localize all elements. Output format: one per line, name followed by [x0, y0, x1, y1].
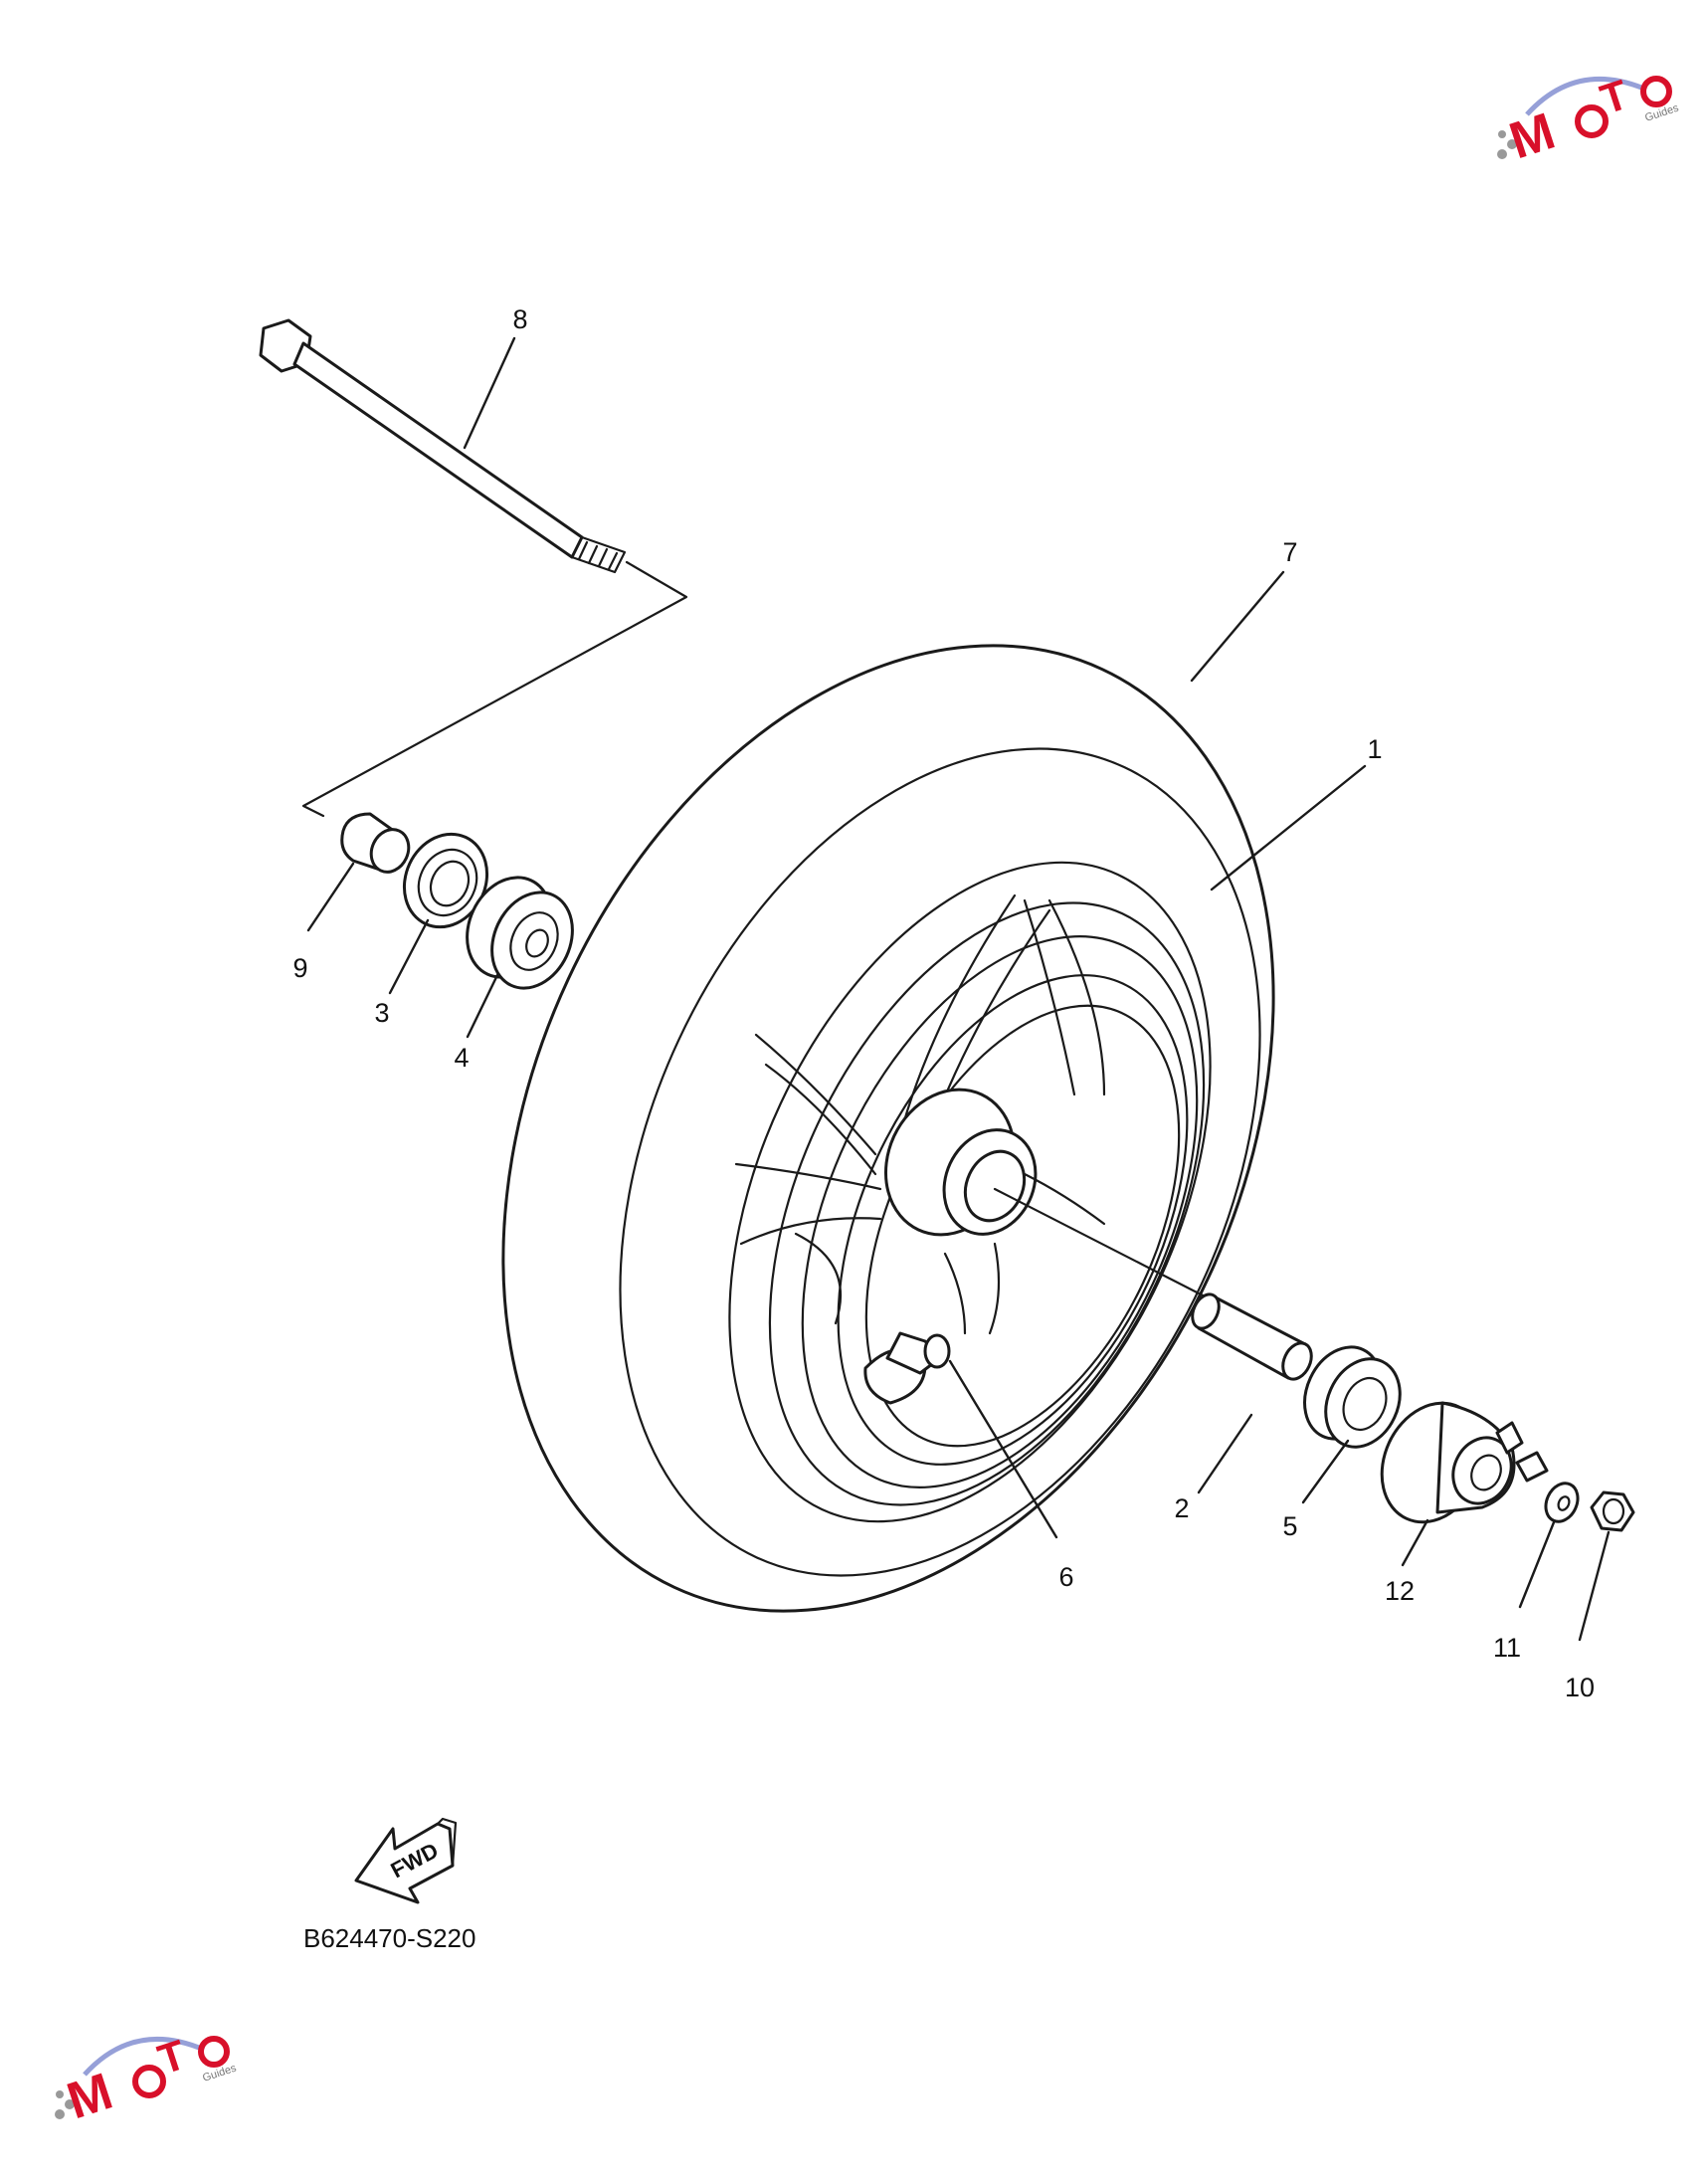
fwd-arrow-icon: FWD: [354, 1817, 458, 1904]
callout-8: 8: [512, 304, 527, 334]
watermark-logo-top: M T Guides: [1497, 71, 1681, 171]
valve: [863, 1331, 951, 1405]
callout-1: 1: [1367, 734, 1382, 764]
callout-11: 11: [1493, 1633, 1521, 1663]
oil-seal: [402, 832, 489, 929]
callout-5: 5: [1282, 1511, 1297, 1541]
axle-bolt: [259, 318, 688, 818]
callout-2: 2: [1174, 1493, 1189, 1523]
wheel-rim: [728, 861, 1212, 1523]
bearing-left: [466, 876, 574, 990]
callout-labels: 1 2 3 4 5 6 7 8 9 10 11 12: [292, 304, 1595, 1702]
callout-6: 6: [1058, 1562, 1073, 1592]
callout-9: 9: [292, 953, 307, 983]
drawing-code: B624470-S220: [303, 1923, 475, 1953]
callout-7: 7: [1282, 537, 1297, 567]
washer: [1544, 1482, 1580, 1523]
callout-3: 3: [374, 998, 389, 1028]
svg-text:M: M: [61, 2063, 119, 2131]
tire: [501, 644, 1275, 1613]
axis-line-right: [993, 1187, 1211, 1300]
spacer-left: [340, 812, 411, 874]
meter-gear-unit: [1380, 1401, 1549, 1524]
callout-10: 10: [1565, 1673, 1595, 1702]
watermark-logo-bottom: M T Guides: [55, 2031, 239, 2131]
callout-4: 4: [454, 1043, 469, 1073]
axle-nut: [1590, 1490, 1635, 1532]
svg-text:M: M: [1503, 102, 1562, 171]
wheel-hub: [883, 1088, 1106, 1237]
leader-lines: [306, 336, 1611, 1642]
callout-12: 12: [1385, 1576, 1415, 1606]
bearing-right: [1303, 1345, 1402, 1449]
collar: [1191, 1292, 1313, 1381]
